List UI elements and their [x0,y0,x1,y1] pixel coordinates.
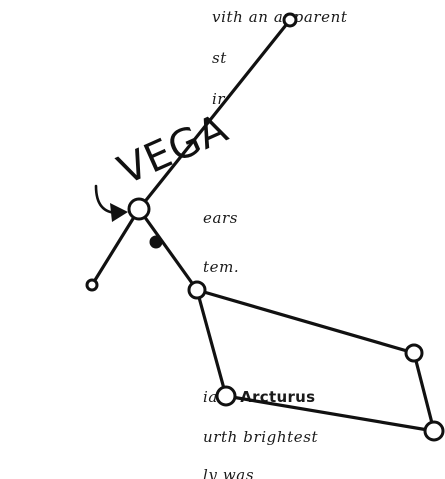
star-parallelogram-top-left [189,282,205,298]
star-parallelogram-bottom-left [217,387,235,405]
vega-label: VEGA [111,105,235,194]
star-vega [129,199,149,219]
star-left [87,280,97,290]
line-parallelogram-left [197,290,226,396]
line-parallelogram-right [414,353,434,431]
vega-arrow-head [110,203,128,222]
star-small [151,237,161,247]
star-parallelogram-bottom-right [425,422,443,440]
vega-arrow [96,186,128,222]
star-top [284,14,296,26]
constellation-lines [92,20,434,431]
line-vega-to-left-star [92,209,139,285]
line-parallelogram-bottom [226,396,434,431]
star-parallelogram-top-right [406,345,422,361]
line-vega-to-parallelogram [139,209,197,290]
line-parallelogram-top [197,290,414,353]
constellation-stars [87,14,443,440]
